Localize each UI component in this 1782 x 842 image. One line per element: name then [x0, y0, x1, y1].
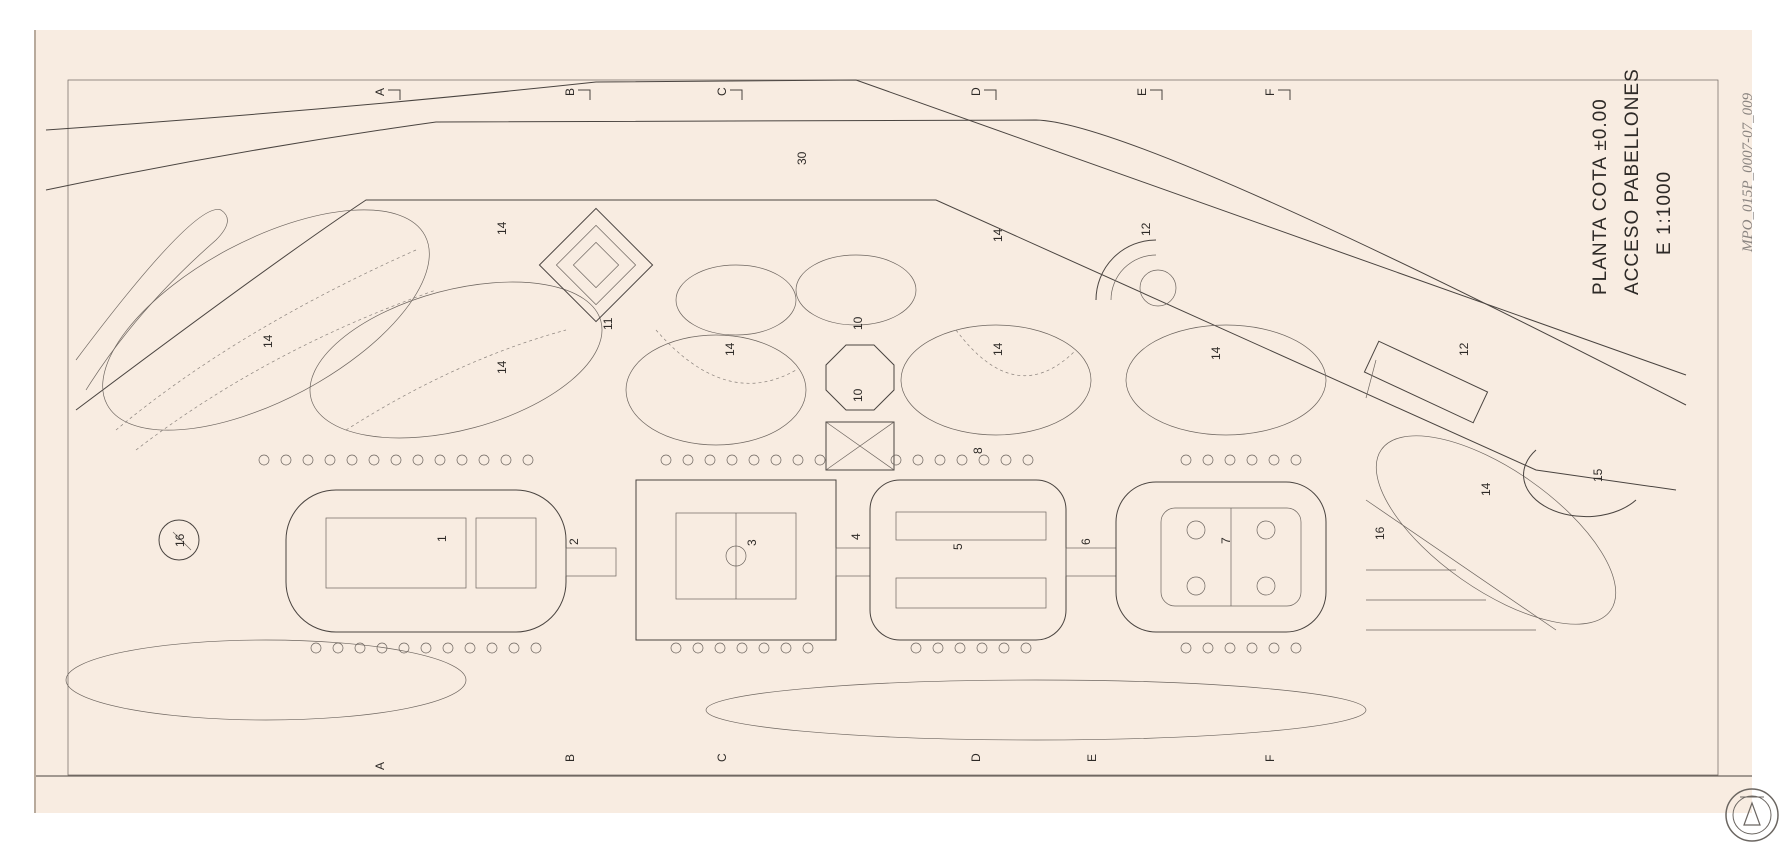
label-green-14h: 14	[1479, 482, 1493, 496]
amphitheatre-diamond	[538, 207, 654, 323]
link-4	[835, 547, 871, 577]
label-plaza-10a: 10	[851, 316, 865, 330]
label-link-6: 6	[1079, 538, 1093, 545]
section-marks-top: A B C D E F	[373, 87, 1277, 96]
label-amph-12a: 12	[1139, 222, 1153, 236]
label-parking-16b: 16	[173, 533, 187, 547]
link-2	[565, 547, 617, 577]
section-mark-f-bottom: F	[1263, 755, 1277, 762]
label-pool-1: 1	[435, 535, 449, 542]
tree-row-top	[258, 454, 1302, 466]
grandstand	[1363, 340, 1489, 424]
drawing-sheet: A B C D E F A B C D E F 30 14 14 14 14 1…	[34, 30, 1752, 813]
zone-labels: 30 14 14 14 14 14 14 14 14 12 12 10 10 1…	[173, 151, 1605, 550]
label-field-15: 15	[1591, 468, 1605, 482]
label-link-4: 4	[849, 533, 863, 540]
pavilion-hall	[869, 479, 1067, 641]
label-amph-12b: 12	[1457, 342, 1471, 356]
title-line-1: PLANTA COTA ±0.00	[1590, 98, 1611, 295]
section-mark-d-bottom: D	[969, 753, 983, 762]
pavilion-pool	[285, 489, 567, 633]
octagon-pavilion	[825, 344, 895, 471]
path-curve	[75, 209, 228, 391]
road-edge-inner	[45, 119, 1687, 406]
section-mark-a-bottom: A	[373, 762, 387, 770]
site-plan-drawing: A B C D E F A B C D E F 30 14 14 14 14 1…	[36, 68, 1752, 777]
section-marks-bottom: A B C D E F	[373, 753, 1277, 770]
section-mark-d-top: D	[969, 87, 983, 96]
tree-row-bottom	[310, 642, 1302, 654]
label-green-14g: 14	[1209, 346, 1223, 360]
label-green-14c: 14	[495, 360, 509, 374]
drawing-frame	[67, 79, 1719, 776]
label-parking-16a: 16	[1373, 526, 1387, 540]
plaza-circle-16	[158, 519, 200, 561]
vegetation	[65, 209, 1617, 741]
title-line-2: ACCESO PABELLONES	[1622, 68, 1643, 295]
label-green-14b: 14	[261, 334, 275, 348]
label-hall-5: 5	[951, 543, 965, 550]
site-boundary	[75, 199, 1677, 491]
label-green-14a: 14	[495, 221, 509, 235]
label-green-14f: 14	[991, 342, 1005, 356]
label-court-3: 3	[745, 539, 759, 546]
label-green-14e: 14	[991, 228, 1005, 242]
parking-16	[1365, 499, 1557, 631]
section-mark-b-bottom: B	[563, 754, 577, 762]
title-line-3: E 1:1000	[1654, 171, 1675, 255]
label-kiosk-8: 8	[971, 447, 985, 454]
label-plaza-10b: 10	[851, 388, 865, 402]
amphitheatre-round	[1095, 239, 1177, 307]
label-road-30: 30	[795, 151, 809, 165]
section-mark-e-top: E	[1135, 88, 1149, 96]
label-link-2: 2	[567, 538, 581, 545]
title-block: PLANTA COTA ±0.00 ACCESO PABELLONES E 1:…	[1590, 68, 1675, 295]
section-mark-c-bottom: C	[715, 753, 729, 762]
section-mark-f-top: F	[1263, 89, 1277, 96]
label-rink-7: 7	[1219, 537, 1233, 544]
label-green-14d: 14	[723, 342, 737, 356]
pavilion-rink	[1115, 481, 1327, 633]
section-mark-e-bottom: E	[1085, 754, 1099, 762]
section-mark-b-top: B	[563, 88, 577, 96]
field-15	[1523, 449, 1637, 518]
section-arrows-top	[388, 89, 1291, 100]
pavilion-court	[635, 479, 837, 641]
section-mark-a-top: A	[373, 88, 387, 96]
road-edge-outer	[45, 79, 1687, 376]
section-mark-c-top: C	[715, 87, 729, 96]
contour-lines	[115, 249, 1077, 451]
label-walk-11: 11	[601, 317, 615, 330]
link-6	[1065, 547, 1117, 577]
